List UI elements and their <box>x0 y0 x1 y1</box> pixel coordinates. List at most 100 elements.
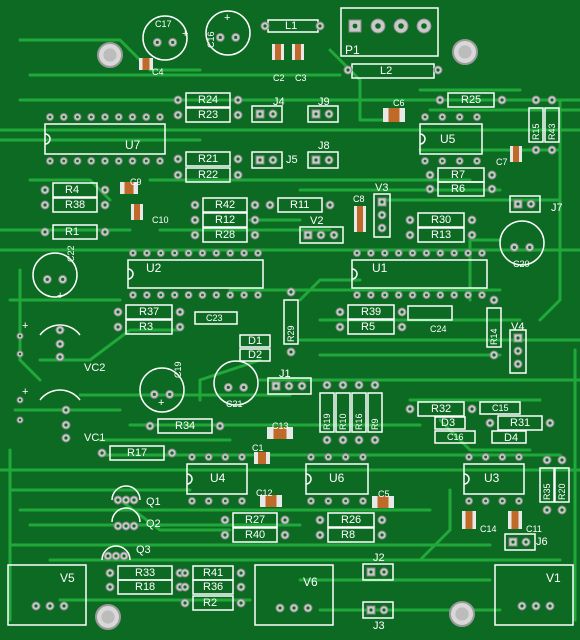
resistor-outline <box>192 595 234 611</box>
resistor-outline <box>192 579 234 595</box>
ic-outline <box>463 463 525 495</box>
copper-trace <box>18 38 202 72</box>
silkscreen-label-r6: R6 <box>451 183 466 195</box>
electrolytic-capacitor-outline <box>213 360 259 406</box>
silkscreen-label-r7: R7 <box>451 169 466 181</box>
silkscreen-label-r31: R31 <box>510 417 531 429</box>
silkscreen-label-r25: R25 <box>461 94 482 106</box>
silkscreen-label-c1: C1 <box>252 443 264 453</box>
diode-outline <box>434 416 466 430</box>
silkscreen-label-u5: U5 <box>440 132 456 146</box>
resistor-outline <box>447 92 495 108</box>
silkscreen-label-r16: R16 <box>354 413 364 430</box>
smd-capacitor-c15 <box>479 401 521 415</box>
silkscreen-label-r19: R19 <box>322 413 332 430</box>
resistor-outline <box>283 299 299 345</box>
transistor-outline-q2 <box>111 507 141 523</box>
connector-outline <box>340 7 439 57</box>
silkscreen-label-r40: R40 <box>245 529 266 541</box>
terminal-block-v6 <box>254 564 334 626</box>
silkscreen-label-j5: J5 <box>286 154 298 166</box>
copper-trace <box>438 418 532 452</box>
silkscreen-label-r28: R28 <box>215 229 236 241</box>
header-outline <box>504 533 536 551</box>
silkscreen-label-r39: R39 <box>361 306 382 318</box>
silkscreen-label-c16-lower: C16 <box>447 432 464 442</box>
terminal-block-v5 <box>7 564 87 626</box>
header-outline <box>267 377 312 395</box>
header-outline <box>251 151 283 169</box>
regulator-outline-vc1 <box>39 389 81 401</box>
ic-outline <box>127 259 264 289</box>
silkscreen-label-c10: C10 <box>152 215 169 225</box>
silkscreen-label-c12: C12 <box>256 488 273 498</box>
silkscreen-label-r3: R3 <box>139 321 154 333</box>
electrolytic-capacitor-outline <box>139 367 185 413</box>
silkscreen-label-r10: R10 <box>338 413 348 430</box>
copper-trace <box>468 238 502 302</box>
resistor-outline <box>539 467 555 503</box>
resistor-outline <box>327 512 375 528</box>
silkscreen-label-c17: C17 <box>155 19 172 29</box>
silkscreen-label-c13: C13 <box>272 421 289 431</box>
silkscreen-label-c8: C8 <box>353 194 365 204</box>
resistor-outline <box>544 107 560 143</box>
inductor-outline <box>351 63 435 79</box>
resistor-outline <box>528 107 544 143</box>
silkscreen-label-r18: R18 <box>135 581 156 593</box>
silkscreen-label-r42: R42 <box>215 199 236 211</box>
silkscreen-label-r8: R8 <box>341 529 356 541</box>
resistor-outline <box>417 401 465 417</box>
resistor-outline <box>157 418 213 434</box>
copper-trace <box>538 98 562 322</box>
polarity-mark: + <box>182 28 189 40</box>
silkscreen-label-r13: R13 <box>431 229 452 241</box>
resistor-outline <box>125 304 173 320</box>
silkscreen-label-r37: R37 <box>139 306 160 318</box>
silkscreen-label-l1: L1 <box>285 20 298 32</box>
resistor-outline <box>185 167 231 183</box>
resistor-outline <box>185 151 231 167</box>
silkscreen-label-r12: R12 <box>215 214 236 226</box>
silkscreen-label-r9: R9 <box>370 418 380 430</box>
silkscreen-label-r33: R33 <box>135 567 156 579</box>
copper-trace <box>298 278 362 302</box>
silkscreen-label-d3: D3 <box>441 417 456 429</box>
silkscreen-label-j6: J6 <box>536 536 548 548</box>
silkscreen-label-r35: R35 <box>542 483 552 500</box>
resistor-outline <box>202 212 248 228</box>
silkscreen-label-c14: C14 <box>480 524 497 534</box>
silkscreen-label-r17: R17 <box>127 447 148 459</box>
silkscreen-label-r1: R1 <box>65 226 80 238</box>
electrolytic-capacitor-outline <box>205 10 251 56</box>
resistor-outline <box>367 392 383 433</box>
resistor-outline <box>202 227 248 243</box>
silkscreen-label-u3: U3 <box>484 471 500 485</box>
silkscreen-label-u7: U7 <box>125 138 141 152</box>
header-outline <box>373 193 391 238</box>
resistor-outline <box>327 527 375 543</box>
polarity-mark: + <box>57 290 64 302</box>
regulator-outline-vc2 <box>39 324 81 336</box>
silkscreen-label-d1: D1 <box>248 335 263 347</box>
ic-outline <box>351 259 488 289</box>
silkscreen-label-v2: V2 <box>310 215 324 227</box>
silkscreen-label-v4: V4 <box>511 321 525 333</box>
resistor-outline <box>437 181 485 197</box>
resistor-outline <box>185 92 231 108</box>
resistor-outline <box>277 197 323 213</box>
ic-outline <box>419 123 483 155</box>
resistor-outline <box>497 415 543 431</box>
silkscreen-label-r24: R24 <box>198 94 219 106</box>
silkscreen-label-c21: C21 <box>226 399 243 409</box>
resistor-outline <box>125 319 173 335</box>
resistor-outline <box>347 319 395 335</box>
transistor-outline-q3 <box>101 545 131 561</box>
silkscreen-label-c2: C2 <box>273 73 285 83</box>
silkscreen-label-j8: J8 <box>318 140 330 152</box>
silkscreen-label-j4: J4 <box>273 96 285 108</box>
copper-trace <box>38 328 182 362</box>
silkscreen-label-r21: R21 <box>198 153 219 165</box>
resistor-outline <box>52 224 98 240</box>
silkscreen-label-c9: C9 <box>130 177 142 187</box>
